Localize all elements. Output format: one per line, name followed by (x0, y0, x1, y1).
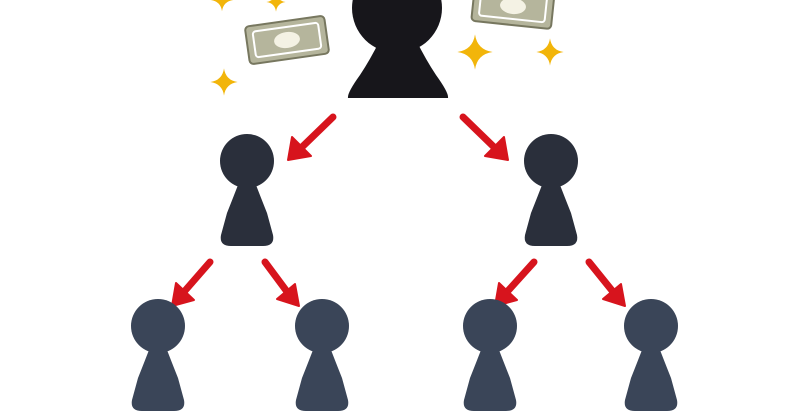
person-silhouette-icon (624, 299, 678, 411)
sparkle-icon (536, 38, 564, 66)
person-silhouette-icon (524, 134, 578, 246)
arrow-icon (261, 258, 300, 307)
person-silhouette-icon (220, 134, 274, 246)
arrow-icon (171, 258, 214, 307)
top-tier (210, 0, 564, 98)
arrow-icon (585, 258, 626, 307)
person-silhouette-icon (295, 299, 349, 411)
sparkle-icon (266, 0, 286, 12)
arrow-icon (459, 113, 509, 161)
banknote-left-icon (244, 15, 330, 65)
sparkle-icon (210, 68, 238, 96)
person-silhouette-icon (463, 299, 517, 411)
banknote-right-icon (470, 0, 556, 30)
middle-tier (220, 134, 578, 246)
arrow-icon (494, 258, 538, 307)
bottom-tier (131, 299, 678, 411)
top-person-silhouette-icon (347, 0, 449, 98)
sparkle-icon (210, 0, 234, 12)
person-silhouette-icon (131, 299, 185, 411)
arrow-icon (287, 113, 337, 161)
sparkle-icon (457, 34, 493, 70)
